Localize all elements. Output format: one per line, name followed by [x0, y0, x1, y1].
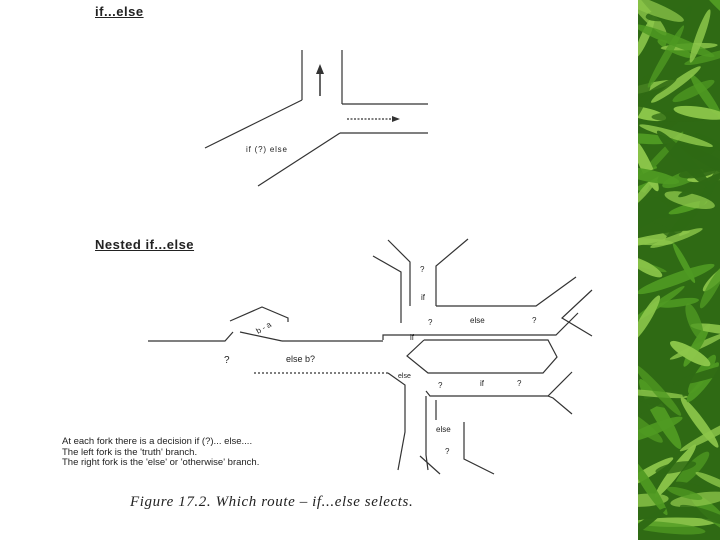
road-line: [407, 340, 557, 373]
road-line: [398, 414, 405, 470]
road-line: [426, 396, 428, 470]
label-if-left: if: [410, 333, 415, 342]
road-line: [373, 256, 401, 323]
road-line: [420, 456, 440, 474]
label-else-bottom: else: [436, 425, 451, 434]
label-q-lower: ?: [438, 381, 443, 390]
road-line: [436, 239, 468, 306]
road-line: [562, 290, 592, 336]
note-line: The right fork is the 'else' or 'otherwi…: [62, 458, 259, 469]
label-q-bottom: ?: [445, 447, 450, 456]
label-else-right: else: [470, 316, 485, 325]
label-q-top: ?: [420, 265, 425, 274]
road-line: [464, 422, 494, 474]
label-q-mid: ?: [428, 318, 433, 327]
label-else-b: else b?: [286, 354, 315, 364]
road-line: [548, 396, 572, 414]
label-if-upper: if: [421, 293, 426, 302]
label-q-left: ?: [224, 355, 230, 366]
road-line: [148, 332, 233, 341]
road-line: [436, 277, 576, 306]
note-line: At each fork there is a decision if (?).…: [62, 437, 259, 448]
label-q-right: ?: [532, 316, 537, 325]
label-q-lower-right: ?: [517, 379, 522, 388]
road-line: [426, 372, 572, 396]
bamboo-leaf-border: [638, 0, 720, 540]
road-line: [230, 307, 288, 322]
road-line: [388, 240, 410, 306]
figure-caption: Figure 17.2. Which route – if...else sel…: [130, 494, 413, 511]
decision-note: At each fork there is a decision if (?).…: [62, 437, 259, 469]
label-if-lower: if: [480, 379, 485, 388]
label-else-mid: else: [398, 373, 411, 380]
label-b-minus-a: b - a: [255, 320, 274, 336]
